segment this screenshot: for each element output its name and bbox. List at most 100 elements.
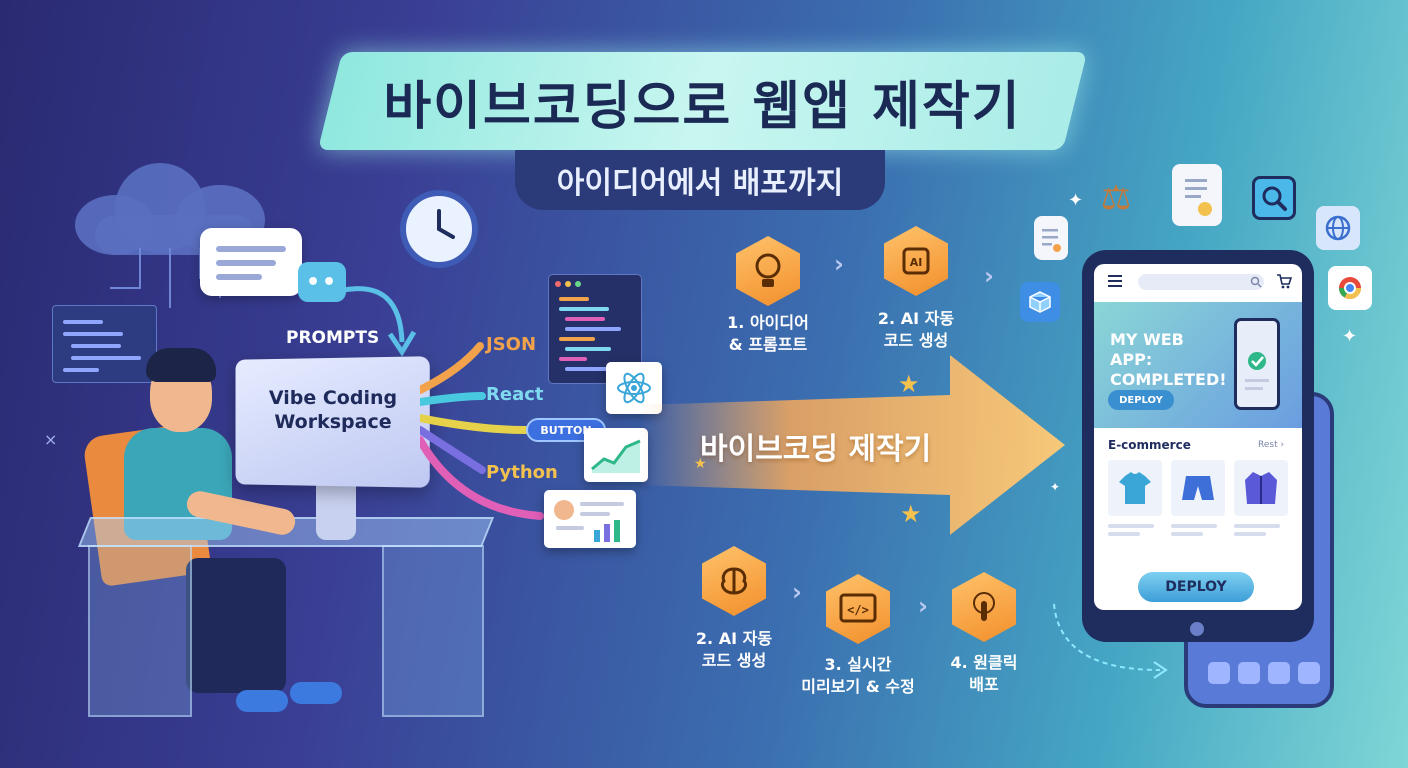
hero-title-line2: COMPLETED! [1110, 370, 1227, 389]
line-chart-icon [584, 428, 648, 482]
shoe [290, 682, 342, 704]
tech-label-react: React [486, 384, 544, 405]
app-icon [1238, 662, 1260, 684]
search-icon [1250, 276, 1262, 288]
star-icon: ★ [694, 456, 707, 472]
chevron-right-icon: › [918, 592, 928, 620]
product-jacket[interactable] [1234, 460, 1288, 516]
app-icon [1268, 662, 1290, 684]
tech-label-json: JSON [486, 334, 537, 355]
profile-dashboard-icon [544, 490, 636, 548]
step-1-label: 1. 아이디어 & 프롬프트 [698, 312, 838, 356]
step-4-label: 4. 원클릭 배포 [914, 652, 1054, 696]
cloud-icon [75, 155, 265, 255]
phone-mockup: MY WEB APP: COMPLETED! DEPLOY E-commerce… [1082, 250, 1314, 642]
cube-icon [1020, 282, 1060, 322]
step-1-line2: & 프롬프트 [728, 335, 808, 354]
gavel-icon: ⚖ [1100, 178, 1132, 218]
chat-bubble-icon [200, 228, 302, 296]
step-3-line1: 3. 실시간 [824, 655, 892, 674]
globe-icon [1316, 206, 1360, 250]
ai-chip-icon: AI [884, 226, 948, 296]
person-legs [186, 558, 286, 693]
shoe [236, 690, 288, 712]
product-text-line [1234, 532, 1266, 536]
tech-label-python: Python [486, 462, 558, 483]
step-2-top-label: 2. AI 자동 코드 생성 [846, 308, 986, 352]
product-text-line [1108, 532, 1140, 536]
section-title: E-commerce [1108, 438, 1191, 452]
code-panel [52, 305, 157, 383]
close-icon: × [44, 430, 58, 449]
chrome-icon [1328, 266, 1372, 310]
hero-title: MY WEB APP: COMPLETED! [1110, 330, 1230, 390]
product-text-line [1171, 524, 1217, 528]
clock-icon [400, 190, 478, 268]
prompts-label: PROMPTS [286, 328, 380, 348]
product-tshirt[interactable] [1108, 460, 1162, 516]
person-torso [124, 428, 232, 540]
section-link-text: Rest [1258, 440, 1278, 450]
workspace-label-line1: Vibe Coding [268, 387, 398, 409]
tap-icon [952, 572, 1016, 642]
phone-screen: MY WEB APP: COMPLETED! DEPLOY E-commerce… [1094, 264, 1302, 610]
arrow-label: 바이브코딩 제작기 [700, 432, 932, 467]
cart-icon[interactable] [1276, 273, 1292, 289]
step-1-line1: 1. 아이디어 [727, 313, 809, 332]
curved-arrow-icon [343, 286, 417, 357]
hero-deploy-button[interactable]: DEPLOY [1108, 390, 1174, 410]
chevron-right-icon: › [984, 262, 994, 290]
document-icon [1034, 216, 1068, 260]
sparkle-icon: ✦ [1050, 480, 1061, 494]
workspace-label-line2: Workspace [274, 411, 392, 433]
chevron-right-icon: › [792, 578, 802, 606]
svg-text:AI: AI [910, 256, 923, 269]
deploy-button[interactable]: DEPLOY [1138, 572, 1254, 602]
hamburger-menu-icon[interactable] [1108, 274, 1124, 288]
search-icon [1252, 176, 1296, 220]
brain-icon [702, 546, 766, 616]
hero-title-line1: MY WEB APP: [1110, 330, 1184, 369]
person-hair [146, 348, 216, 382]
chat-dots-icon: •• [298, 262, 346, 302]
step-3-line2: 미리보기 & 수정 [801, 677, 915, 696]
svg-text:</>: </> [847, 603, 869, 617]
sparkle-icon: ✦ [1342, 326, 1358, 347]
section-link[interactable]: Rest › [1258, 440, 1285, 450]
step-4-line2: 배포 [969, 675, 999, 694]
step-2-bottom-line1: 2. AI 자동 [695, 629, 773, 648]
step-2-top-line1: 2. AI 자동 [877, 309, 955, 328]
search-input[interactable] [1138, 274, 1264, 290]
desk-leg [88, 545, 192, 717]
step-2-bottom-line2: 코드 생성 [701, 651, 767, 670]
star-icon: ★ [898, 370, 920, 398]
phone-home-button[interactable] [1190, 622, 1204, 636]
data-streams [420, 342, 544, 520]
chevron-right-icon: › [834, 250, 844, 278]
code-window-icon: </> [826, 574, 890, 644]
jacket-icon [1245, 472, 1277, 504]
app-icon [1208, 662, 1230, 684]
big-arrow [640, 355, 1065, 535]
document-certificate-icon [1172, 164, 1222, 226]
step-2-top-line2: 코드 생성 [883, 331, 949, 350]
hero-banner: MY WEB APP: COMPLETED! DEPLOY [1094, 302, 1302, 428]
product-shorts[interactable] [1171, 460, 1225, 516]
step-4-line1: 4. 원클릭 [950, 653, 1018, 672]
step-3-label: 3. 실시간 미리보기 & 수정 [788, 654, 928, 698]
product-text-line [1108, 524, 1154, 528]
product-text-line [1234, 524, 1280, 528]
dashed-arrow-icon [1053, 603, 1168, 679]
app-icon [1298, 662, 1320, 684]
desk-leg [382, 545, 484, 717]
check-phone-icon [1234, 318, 1280, 410]
app-header [1094, 264, 1302, 296]
shorts-icon [1182, 476, 1214, 500]
lightbulb-icon [736, 236, 800, 306]
star-icon: ★ [900, 500, 922, 528]
product-text-line [1171, 532, 1203, 536]
step-2-bottom-label: 2. AI 자동 코드 생성 [664, 628, 804, 672]
sparkle-icon: ✦ [1068, 190, 1084, 211]
tshirt-icon [1119, 472, 1151, 504]
page-subtitle: 아이디어에서 배포까지 [515, 150, 885, 210]
